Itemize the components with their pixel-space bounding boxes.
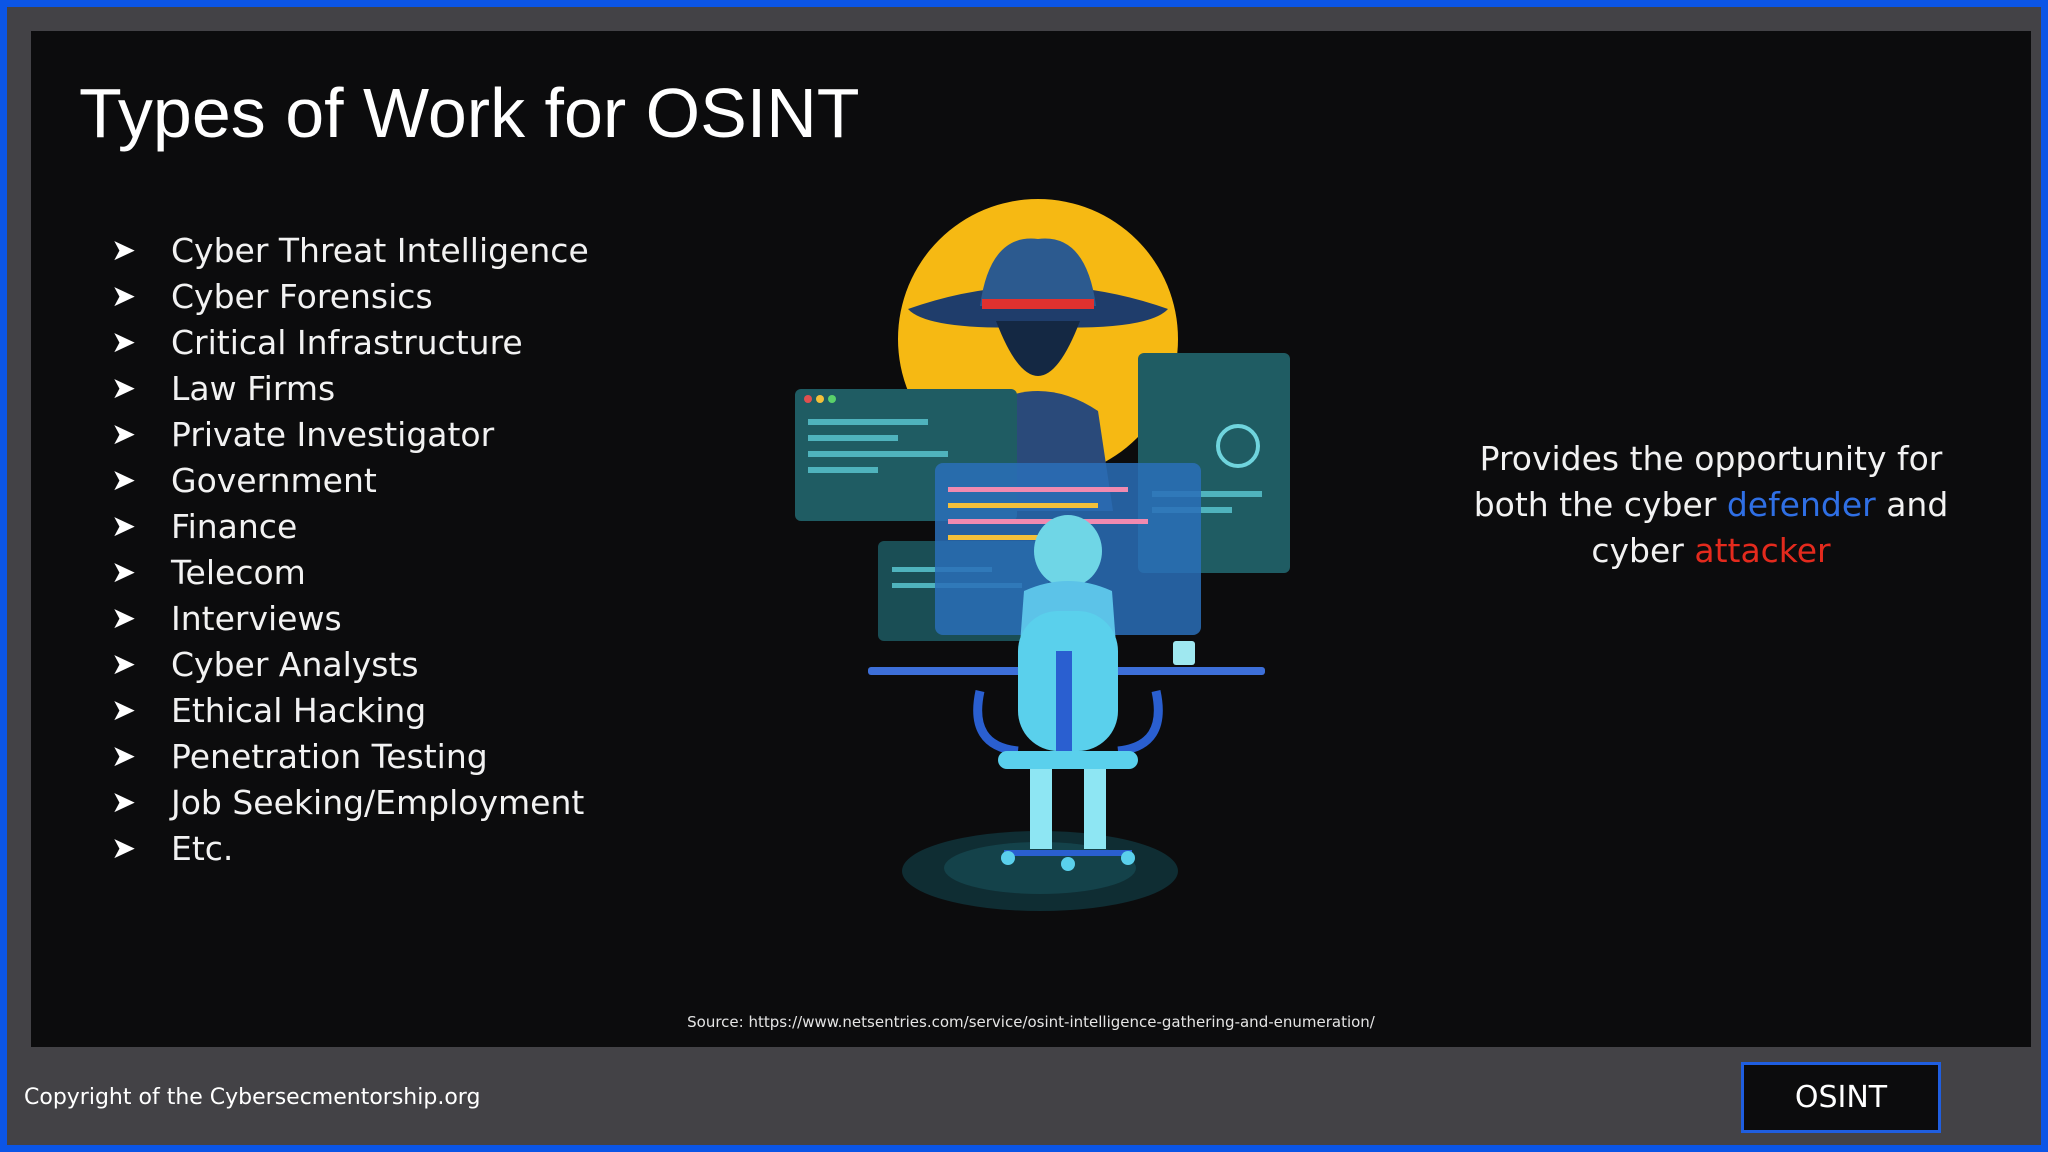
osint-badge: OSINT <box>1741 1062 1941 1133</box>
arrow-bullet-icon: ➤ <box>111 416 137 452</box>
chair-arm-right <box>1117 690 1163 756</box>
callout-line-2-prefix: both the cyber <box>1473 485 1727 524</box>
code-line <box>808 451 948 457</box>
list-item-label: Penetration Testing <box>171 736 488 776</box>
list-item: ➤ Interviews <box>111 595 589 641</box>
list-item-label: Law Firms <box>171 368 336 408</box>
arrow-bullet-icon: ➤ <box>111 784 137 820</box>
window-dot <box>828 395 836 403</box>
window-dot <box>804 395 812 403</box>
list-item-label: Critical Infrastructure <box>171 322 523 362</box>
arrow-bullet-icon: ➤ <box>111 646 137 682</box>
arrow-bullet-icon: ➤ <box>111 830 137 866</box>
attacker-highlight: attacker <box>1694 531 1831 570</box>
code-line <box>948 503 1098 508</box>
list-item: ➤ Cyber Threat Intelligence <box>111 227 589 273</box>
list-item-label: Cyber Forensics <box>171 276 433 316</box>
code-line <box>948 487 1128 492</box>
list-item-label: Job Seeking/Employment <box>171 782 585 822</box>
callout-line-3-prefix: cyber <box>1591 531 1695 570</box>
arrow-bullet-icon: ➤ <box>111 554 137 590</box>
chair-wheel <box>1061 857 1075 871</box>
arrow-bullet-icon: ➤ <box>111 462 137 498</box>
copyright-text: Copyright of the Cybersecmentorship.org <box>24 1085 481 1110</box>
list-item-label: Private Investigator <box>171 414 495 454</box>
source-citation: Source: https://www.netsentries.com/serv… <box>687 1013 1375 1031</box>
list-item: ➤ Ethical Hacking <box>111 687 589 733</box>
code-line <box>948 535 1068 540</box>
list-item: ➤ Cyber Forensics <box>111 273 589 319</box>
list-item-label: Interviews <box>171 598 342 638</box>
list-item: ➤ Private Investigator <box>111 411 589 457</box>
callout-line-1: Provides the opportunity for <box>1479 439 1943 478</box>
list-item-label: Cyber Threat Intelligence <box>171 230 589 270</box>
window-dot <box>816 395 824 403</box>
arrow-bullet-icon: ➤ <box>111 232 137 268</box>
list-item: ➤ Cyber Analysts <box>111 641 589 687</box>
arrow-bullet-icon: ➤ <box>111 738 137 774</box>
list-item: ➤ Penetration Testing <box>111 733 589 779</box>
arrow-bullet-icon: ➤ <box>111 508 137 544</box>
list-item: ➤ Government <box>111 457 589 503</box>
callout-line-2: both the cyber defender and <box>1411 482 2011 528</box>
list-item-label: Government <box>171 460 377 500</box>
osint-hacker-illustration <box>795 199 1290 911</box>
person-head <box>1034 515 1102 587</box>
list-item: ➤ Law Firms <box>111 365 589 411</box>
list-item: ➤ Etc. <box>111 825 589 871</box>
coffee-cup <box>1173 641 1195 665</box>
person-leg <box>1084 769 1106 849</box>
hacker-face-shadow <box>996 321 1080 376</box>
bullet-list: ➤ Cyber Threat Intelligence ➤ Cyber Forens… <box>111 227 589 871</box>
list-item-label: Telecom <box>171 552 306 592</box>
list-item-label: Cyber Analysts <box>171 644 419 684</box>
arrow-bullet-icon: ➤ <box>111 370 137 406</box>
arrow-bullet-icon: ➤ <box>111 600 137 636</box>
hat-band <box>982 299 1094 309</box>
slide-frame: Types of Work for OSINT ➤ Cyber Threat In… <box>7 7 2041 1145</box>
chair-wheel <box>1001 851 1015 865</box>
callout-text: Provides the opportunity for both the cy… <box>1411 436 2011 574</box>
list-item: ➤ Job Seeking/Employment <box>111 779 589 825</box>
smiley-icon <box>1216 424 1260 468</box>
arrow-bullet-icon: ➤ <box>111 324 137 360</box>
list-item: ➤ Critical Infrastructure <box>111 319 589 365</box>
defender-highlight: defender <box>1726 485 1876 524</box>
person-leg <box>1030 769 1052 849</box>
list-item-label: Finance <box>171 506 298 546</box>
code-line <box>1152 491 1262 497</box>
list-item: ➤ Finance <box>111 503 589 549</box>
code-line <box>948 519 1148 524</box>
list-item: ➤ Telecom <box>111 549 589 595</box>
code-line <box>808 419 928 425</box>
code-line <box>808 435 898 441</box>
slide-content: Types of Work for OSINT ➤ Cyber Threat In… <box>31 31 2031 1047</box>
list-item-label: Ethical Hacking <box>171 690 427 730</box>
arrow-bullet-icon: ➤ <box>111 278 137 314</box>
code-line <box>808 467 878 473</box>
chair-seat <box>998 751 1138 769</box>
callout-line-3: cyber attacker <box>1411 528 2011 574</box>
floor-glow-inner <box>944 842 1136 894</box>
chair-arm-left <box>973 690 1019 756</box>
hat-crown <box>980 238 1096 306</box>
arrow-bullet-icon: ➤ <box>111 692 137 728</box>
chair-stem <box>1056 651 1072 761</box>
chair-wheel <box>1121 851 1135 865</box>
callout-line-2-suffix: and <box>1875 485 1949 524</box>
slide-title: Types of Work for OSINT <box>79 74 860 152</box>
list-item-label: Etc. <box>171 828 234 868</box>
